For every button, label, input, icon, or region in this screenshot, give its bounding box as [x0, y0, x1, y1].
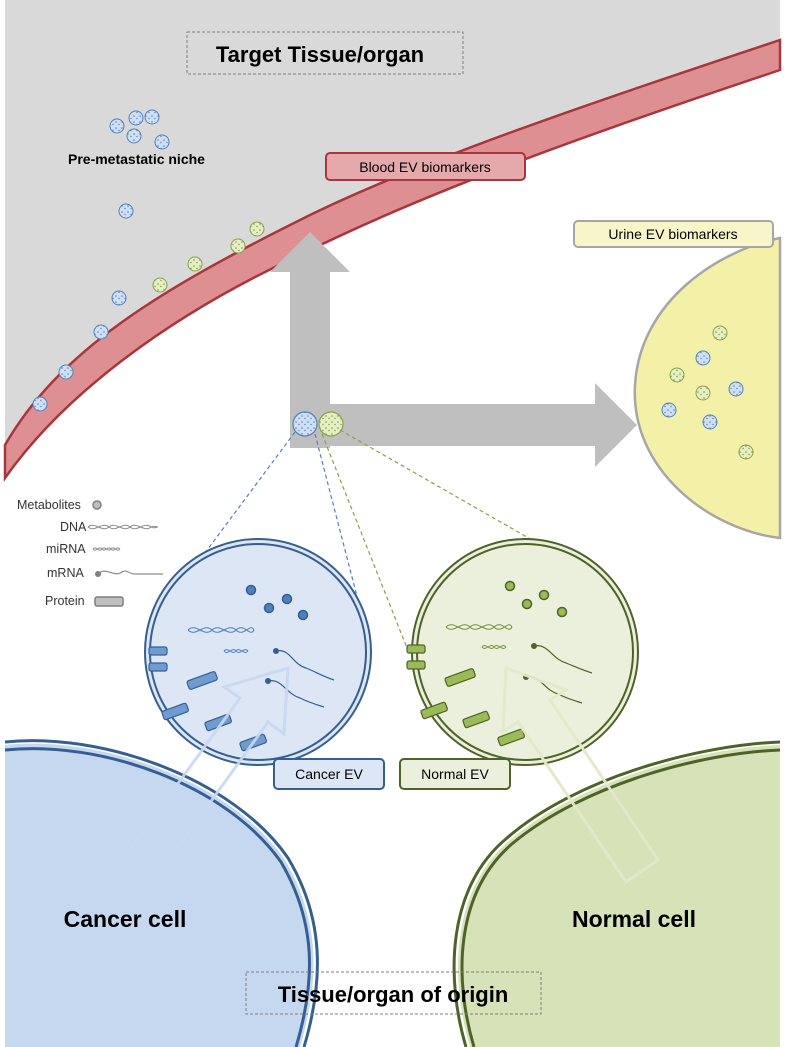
cancer-ev-label: Cancer EV: [295, 766, 363, 782]
legend-metabolites-label: Metabolites: [17, 498, 81, 512]
legend-mrna-label: mRNA: [47, 566, 84, 580]
mirna-icon: [92, 547, 121, 551]
normal-ev-enlarged: [406, 538, 661, 885]
source-cancer-ev: [292, 411, 318, 437]
urine-ev-biomarkers-label: Urine EV biomarkers: [608, 226, 737, 242]
protein-icon: [94, 596, 124, 607]
target-tissue-title: Target Tissue/organ: [216, 42, 424, 67]
arrow-up: [270, 232, 350, 448]
legend-mirna-label: miRNA: [46, 542, 86, 556]
target-tissue-region: [5, 0, 780, 445]
cancer-cell-label: Cancer cell: [64, 906, 187, 932]
normal-ev-box: [399, 758, 511, 790]
mrna-icon: [95, 570, 163, 577]
cancer-ev-enlarged: [118, 538, 372, 889]
normal-ev-label: Normal EV: [421, 766, 489, 782]
niche-ev-cluster: [109, 109, 170, 219]
arrow-right: [290, 383, 637, 467]
cancer-ev-box: [273, 758, 385, 790]
tissue-origin-title: Tissue/organ of origin: [278, 982, 509, 1007]
cancer-cell: [4, 739, 319, 1047]
dna-icon: [87, 524, 159, 530]
blood-ev-biomarkers-label: Blood EV biomarkers: [359, 159, 491, 175]
zoom-lines: [195, 429, 547, 649]
legend-dna-label: DNA: [60, 520, 87, 534]
blood-ev-particles: [32, 221, 265, 412]
source-normal-ev: [318, 411, 344, 437]
metabolite-icon: [92, 500, 102, 510]
pre-metastatic-niche-label: Pre-metastatic niche: [68, 151, 205, 167]
urine-ev-particles: [661, 325, 754, 460]
legend: Metabolites DNA miRNA mRNA Protein: [17, 498, 163, 608]
tissue-origin-box: [245, 971, 542, 1015]
urine-ev-biomarkers-box: [573, 220, 774, 248]
target-tissue-box: [186, 31, 464, 75]
blood-ev-biomarkers-box: [325, 152, 526, 181]
legend-protein-label: Protein: [45, 594, 85, 608]
normal-cell-label: Normal cell: [572, 906, 696, 932]
